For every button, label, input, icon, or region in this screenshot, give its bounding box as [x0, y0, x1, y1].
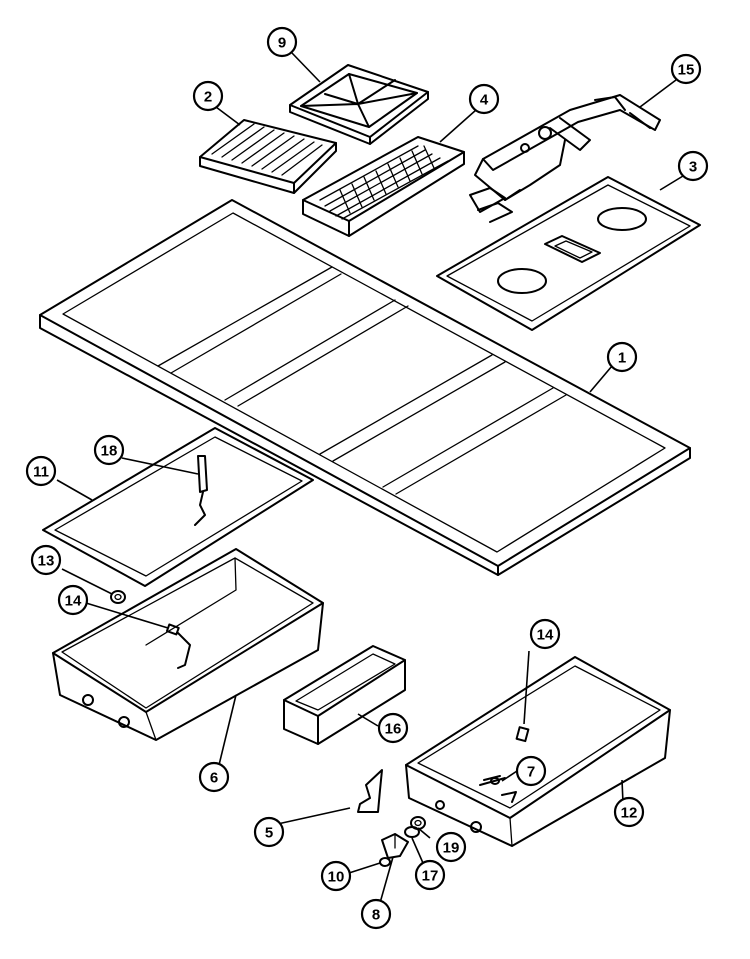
- callout-8-label: 8: [372, 907, 380, 924]
- callout-4-label: 4: [480, 92, 489, 109]
- callout-12: 12: [613, 796, 645, 828]
- box-part: [283, 645, 406, 745]
- callout-2: 2: [192, 80, 224, 112]
- screw-part: [379, 857, 391, 867]
- frame-part: [39, 199, 691, 576]
- callout-14-left: 14: [57, 584, 89, 616]
- callout-17: 17: [414, 859, 446, 891]
- washer-part: [110, 590, 126, 604]
- callout-18: 18: [93, 434, 125, 466]
- drip-tray-part: [42, 427, 314, 587]
- callout-6: 6: [198, 761, 230, 793]
- left-pan-part: [52, 548, 324, 741]
- callout-10: 10: [320, 860, 352, 892]
- callout-14-right: 14: [529, 618, 561, 650]
- callout-11: 11: [25, 455, 57, 487]
- callout-7-label: 7: [527, 764, 535, 781]
- callout-12-label: 12: [621, 805, 638, 822]
- leader-lines: [56, 52, 684, 904]
- callout-18-label: 18: [101, 443, 118, 460]
- clip-part: [381, 833, 409, 859]
- callout-19: 19: [435, 831, 467, 863]
- cooktop-plate-part: [436, 176, 701, 331]
- callout-15-label: 15: [678, 62, 695, 79]
- callout-19-label: 19: [443, 840, 460, 857]
- callout-15: 15: [670, 53, 702, 85]
- callout-17-label: 17: [422, 868, 439, 885]
- callout-1-label: 1: [618, 350, 626, 367]
- grill-element-part: [302, 136, 465, 237]
- callout-9-label: 9: [278, 35, 286, 52]
- callout-9: 9: [266, 26, 298, 58]
- callout-16: 16: [377, 712, 409, 744]
- callout-8: 8: [360, 898, 392, 930]
- callout-5-label: 5: [265, 825, 273, 842]
- callout-13: 13: [30, 544, 62, 576]
- callout-5: 5: [253, 816, 285, 848]
- callout-14-right-label: 14: [537, 627, 554, 644]
- callout-4: 4: [468, 83, 500, 115]
- callout-3: 3: [677, 150, 709, 182]
- grill-grate-part: [199, 119, 337, 194]
- callout-10-label: 10: [328, 869, 345, 886]
- callout-11-label: 11: [33, 464, 49, 481]
- ring-part: [410, 816, 426, 830]
- right-pan-part: [405, 656, 671, 847]
- callout-2-label: 2: [204, 89, 212, 106]
- callout-13-label: 13: [38, 553, 55, 570]
- callout-16-label: 16: [385, 721, 402, 738]
- callout-14-left-label: 14: [65, 593, 82, 610]
- burner-part: [469, 94, 661, 223]
- callout-1: 1: [606, 341, 638, 373]
- callout-6-label: 6: [210, 770, 218, 787]
- callout-3-label: 3: [689, 159, 697, 176]
- callout-7: 7: [515, 755, 547, 787]
- grate-part: [289, 64, 429, 145]
- bracket-part: [357, 769, 383, 813]
